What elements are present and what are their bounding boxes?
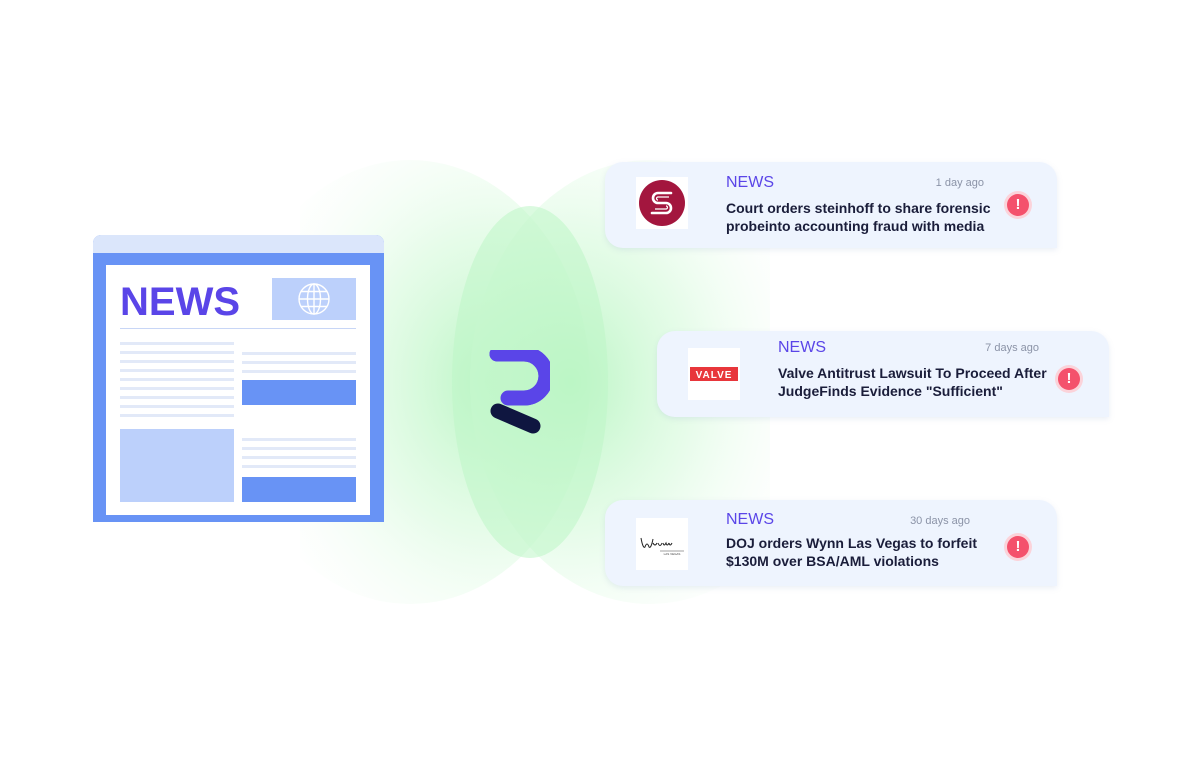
text-line [120, 414, 234, 417]
headline-line: Valve Antitrust Lawsuit To Proceed After [778, 365, 1047, 381]
text-line [120, 405, 234, 408]
timestamp: 30 days ago [910, 515, 970, 527]
newspaper-image-box [272, 278, 356, 320]
r-brand-logo-icon [489, 350, 550, 434]
newspaper-divider [120, 328, 356, 329]
news-tag: NEWS [778, 339, 826, 356]
headline-line: Court orders steinhoff to share forensic [726, 200, 991, 216]
text-line [242, 361, 356, 364]
text-line [242, 438, 356, 441]
headline-line: probeinto accounting fraud with media [726, 218, 985, 234]
text-line [120, 387, 234, 390]
text-line [120, 360, 234, 363]
text-line [120, 396, 234, 399]
headline-line: JudgeFinds Evidence "Sufficient" [778, 383, 1003, 399]
headline[interactable]: DOJ orders Wynn Las Vegas to forfeit $13… [726, 534, 1026, 570]
accent-block [242, 477, 356, 502]
globe-icon [298, 283, 330, 315]
text-line [242, 447, 356, 450]
alert-icon[interactable]: ! [1007, 194, 1029, 216]
text-line [120, 351, 234, 354]
news-tag: NEWS [726, 511, 774, 528]
steinhoff-logo-icon [636, 177, 688, 229]
news-card[interactable]: VALVE NEWS 7 days ago Valve Antitrust La… [657, 331, 1109, 417]
timestamp: 1 day ago [935, 177, 984, 189]
headline-line: $130M over BSA/AML violations [726, 553, 939, 569]
timestamp: 7 days ago [985, 342, 1039, 354]
image-block [120, 429, 234, 502]
headline-line: DOJ orders Wynn Las Vegas to forfeit [726, 535, 978, 551]
alert-icon[interactable]: ! [1007, 536, 1029, 558]
wynn-logo-icon: LAS VEGAS [636, 518, 688, 570]
valve-logo-icon: VALVE [688, 348, 740, 400]
alert-icon[interactable]: ! [1058, 368, 1080, 390]
text-line [120, 378, 234, 381]
newspaper-title: NEWS [120, 280, 240, 324]
text-line [120, 369, 234, 372]
svg-text:LAS VEGAS: LAS VEGAS [664, 552, 681, 556]
newspaper-top-bar [93, 235, 384, 253]
text-line [242, 352, 356, 355]
svg-text:VALVE: VALVE [696, 370, 733, 381]
news-card[interactable]: LAS VEGAS NEWS 30 days ago DOJ orders Wy… [605, 500, 1057, 586]
text-line [242, 456, 356, 459]
news-card[interactable]: NEWS 1 day ago Court orders steinhoff to… [605, 162, 1057, 248]
headline[interactable]: Valve Antitrust Lawsuit To Proceed After… [778, 364, 1078, 400]
news-tag: NEWS [726, 174, 774, 191]
headline[interactable]: Court orders steinhoff to share forensic… [726, 199, 1026, 235]
accent-block [242, 380, 356, 405]
text-line [242, 370, 356, 373]
text-line [242, 465, 356, 468]
text-line [120, 342, 234, 345]
